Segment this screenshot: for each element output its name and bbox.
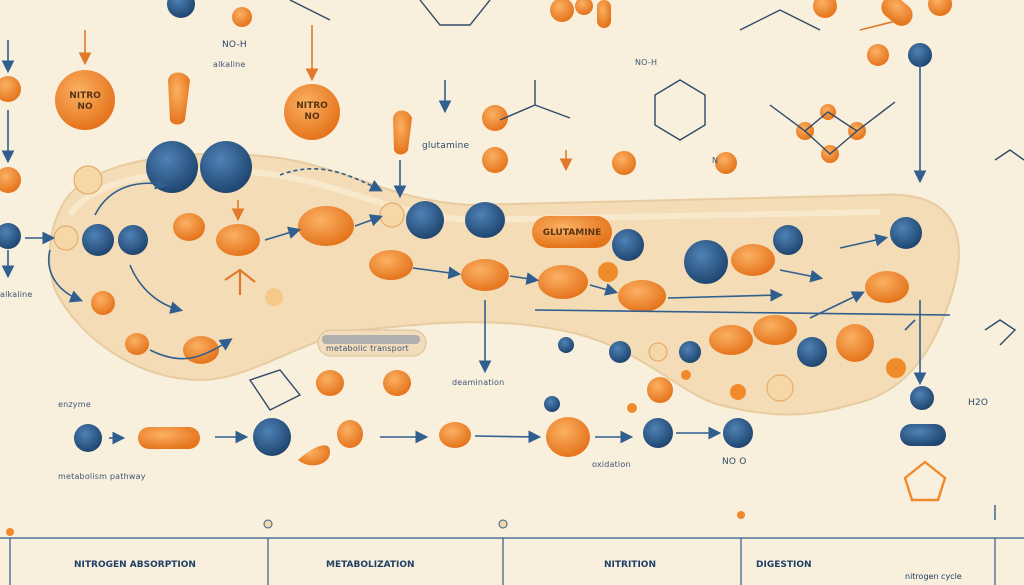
svg-text:NO: NO — [304, 112, 320, 122]
svg-text:NITRO: NITRO — [296, 101, 328, 111]
molecule-glutamine: GLUTAMINE — [532, 216, 612, 248]
label-no: NO O — [722, 457, 747, 467]
molecule-nitro-1: NITRO NO — [55, 70, 115, 130]
orange-node — [0, 76, 21, 102]
chemical-structures — [248, 0, 1024, 411]
svg-text:GLUTAMINE: GLUTAMINE — [543, 228, 602, 238]
label-top-sub: alkaline — [213, 60, 246, 69]
blue-node — [200, 141, 252, 193]
label-left-a: alkaline — [0, 290, 33, 299]
label-glutamine: glutamine — [422, 141, 470, 151]
label-top: NO-H — [222, 40, 247, 50]
label-left-b: enzyme — [58, 400, 91, 409]
footer-col2-title: METABOLIZATION — [326, 560, 415, 570]
orange-arrows — [78, 19, 901, 295]
footer-col1-title: NITROGEN ABSORPTION — [74, 560, 196, 570]
label-bottom-right: oxidation — [592, 460, 631, 469]
label-mid-a: NO-H — [635, 58, 658, 67]
label-mid-b: N — [712, 156, 719, 165]
footer-timeline — [0, 505, 1024, 585]
footer-col3-title: NITRITION — [604, 560, 656, 570]
flow-arrows — [1, 40, 951, 445]
orange-node — [73, 165, 103, 195]
blue-node — [0, 223, 21, 249]
label-bottom-mid: deamination — [452, 378, 505, 387]
blue-node — [146, 141, 198, 193]
pentagon-ring — [903, 460, 947, 502]
label-h2o: H2O — [968, 398, 989, 408]
svg-text:NO: NO — [77, 102, 93, 112]
tube-nodes — [53, 201, 922, 378]
footer-col4-sub: nitrogen cycle — [905, 572, 962, 581]
label-center-bar: metabolic transport — [326, 344, 409, 353]
svg-text:NITRO: NITRO — [69, 91, 101, 101]
center-bar — [317, 329, 427, 357]
molecule-nitro-2: NITRO NO — [284, 84, 340, 140]
footer-col4-title: DIGESTION — [756, 560, 812, 570]
label-bottom-left: metabolism pathway — [58, 472, 146, 481]
orange-node — [0, 167, 21, 193]
